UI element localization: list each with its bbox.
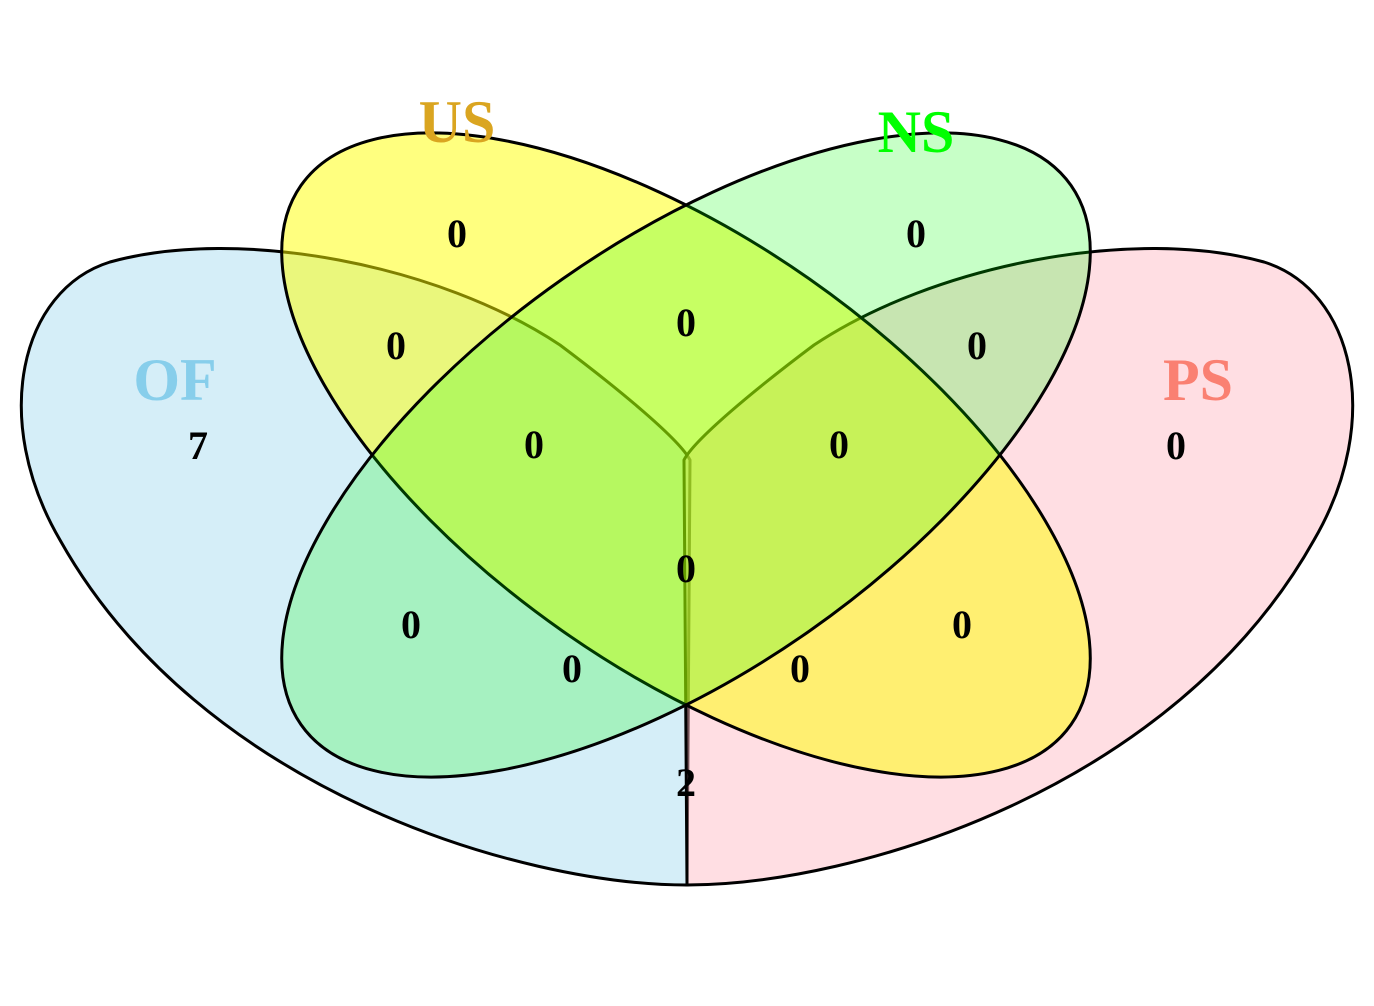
region-us-ns: 0	[676, 300, 696, 345]
set-us-ellipse	[280, 131, 1092, 779]
region-of-only: 7	[188, 423, 208, 468]
set-labels: OF US NS PS	[133, 89, 1233, 413]
region-us-only: 0	[447, 211, 467, 256]
region-of-ns-ps: 0	[562, 646, 582, 691]
region-of-ns: 0	[401, 602, 421, 647]
region-of-us-ps: 0	[790, 646, 810, 691]
set-ns-label: NS	[878, 99, 955, 165]
set-ns-ellipse	[280, 131, 1092, 779]
region-of-us: 0	[386, 323, 406, 368]
region-us-ns-ps: 0	[829, 422, 849, 467]
set-shapes	[19, 131, 1355, 887]
region-ns-only: 0	[906, 211, 926, 256]
set-ps-label: PS	[1163, 347, 1233, 413]
region-ns-ps: 0	[967, 323, 987, 368]
region-of-us-ns: 0	[524, 422, 544, 467]
region-counts: 7 0 0 0 0 0 0 0 0 0 0 0 0 0 2	[188, 211, 1186, 805]
region-ps-only: 0	[1166, 423, 1186, 468]
region-of-us-ns-ps: 0	[676, 546, 696, 591]
set-of-label: OF	[133, 347, 216, 413]
set-us-label: US	[419, 89, 496, 155]
region-us-ps: 0	[952, 602, 972, 647]
region-of-ps: 2	[676, 760, 696, 805]
